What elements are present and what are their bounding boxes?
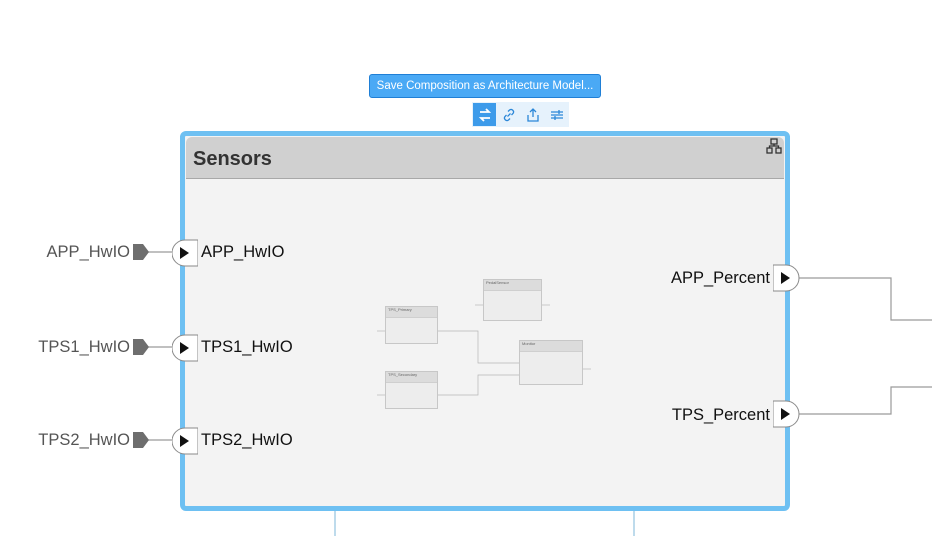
preview-block-pedal-sensor: PedalSensor (483, 279, 542, 321)
external-input-label: APP_HwIO (46, 243, 130, 261)
bus-connector-icon[interactable] (132, 243, 150, 261)
settings-lines-icon[interactable] (545, 103, 568, 126)
wire-tps-percent (798, 386, 932, 415)
preview-block-tps-primary: TPS_Primary (385, 306, 438, 344)
swap-arrows-icon[interactable] (473, 103, 496, 126)
inport-icon[interactable] (172, 427, 198, 455)
external-input-label: TPS1_HwIO (38, 338, 130, 356)
component-header (186, 137, 784, 179)
inport-label: APP_HwIO (201, 243, 285, 261)
outport-label: TPS_Percent (671, 406, 770, 424)
sensors-component[interactable] (180, 131, 790, 511)
preview-block-monitor: Monitor (519, 340, 583, 385)
external-input-label: TPS2_HwIO (38, 431, 130, 449)
architecture-icon[interactable] (765, 137, 783, 155)
wire-app-percent (798, 277, 932, 321)
inport-label: TPS1_HwIO (201, 338, 293, 356)
bus-connector-icon[interactable] (132, 338, 150, 356)
link-icon[interactable] (497, 103, 520, 126)
export-icon[interactable] (521, 103, 544, 126)
inport-label: TPS2_HwIO (201, 431, 293, 449)
outport-icon[interactable] (773, 400, 800, 428)
toolbar (472, 102, 569, 127)
inport-icon[interactable] (172, 239, 198, 267)
inport-icon[interactable] (172, 334, 198, 362)
save-composition-button[interactable]: Save Composition as Architecture Model..… (369, 74, 601, 98)
bus-connector-icon[interactable] (132, 431, 150, 449)
component-title: Sensors (193, 148, 272, 170)
outport-icon[interactable] (773, 264, 800, 292)
preview-block-tps-secondary: TPS_Secondary (385, 371, 438, 409)
outport-label: APP_Percent (670, 269, 770, 287)
